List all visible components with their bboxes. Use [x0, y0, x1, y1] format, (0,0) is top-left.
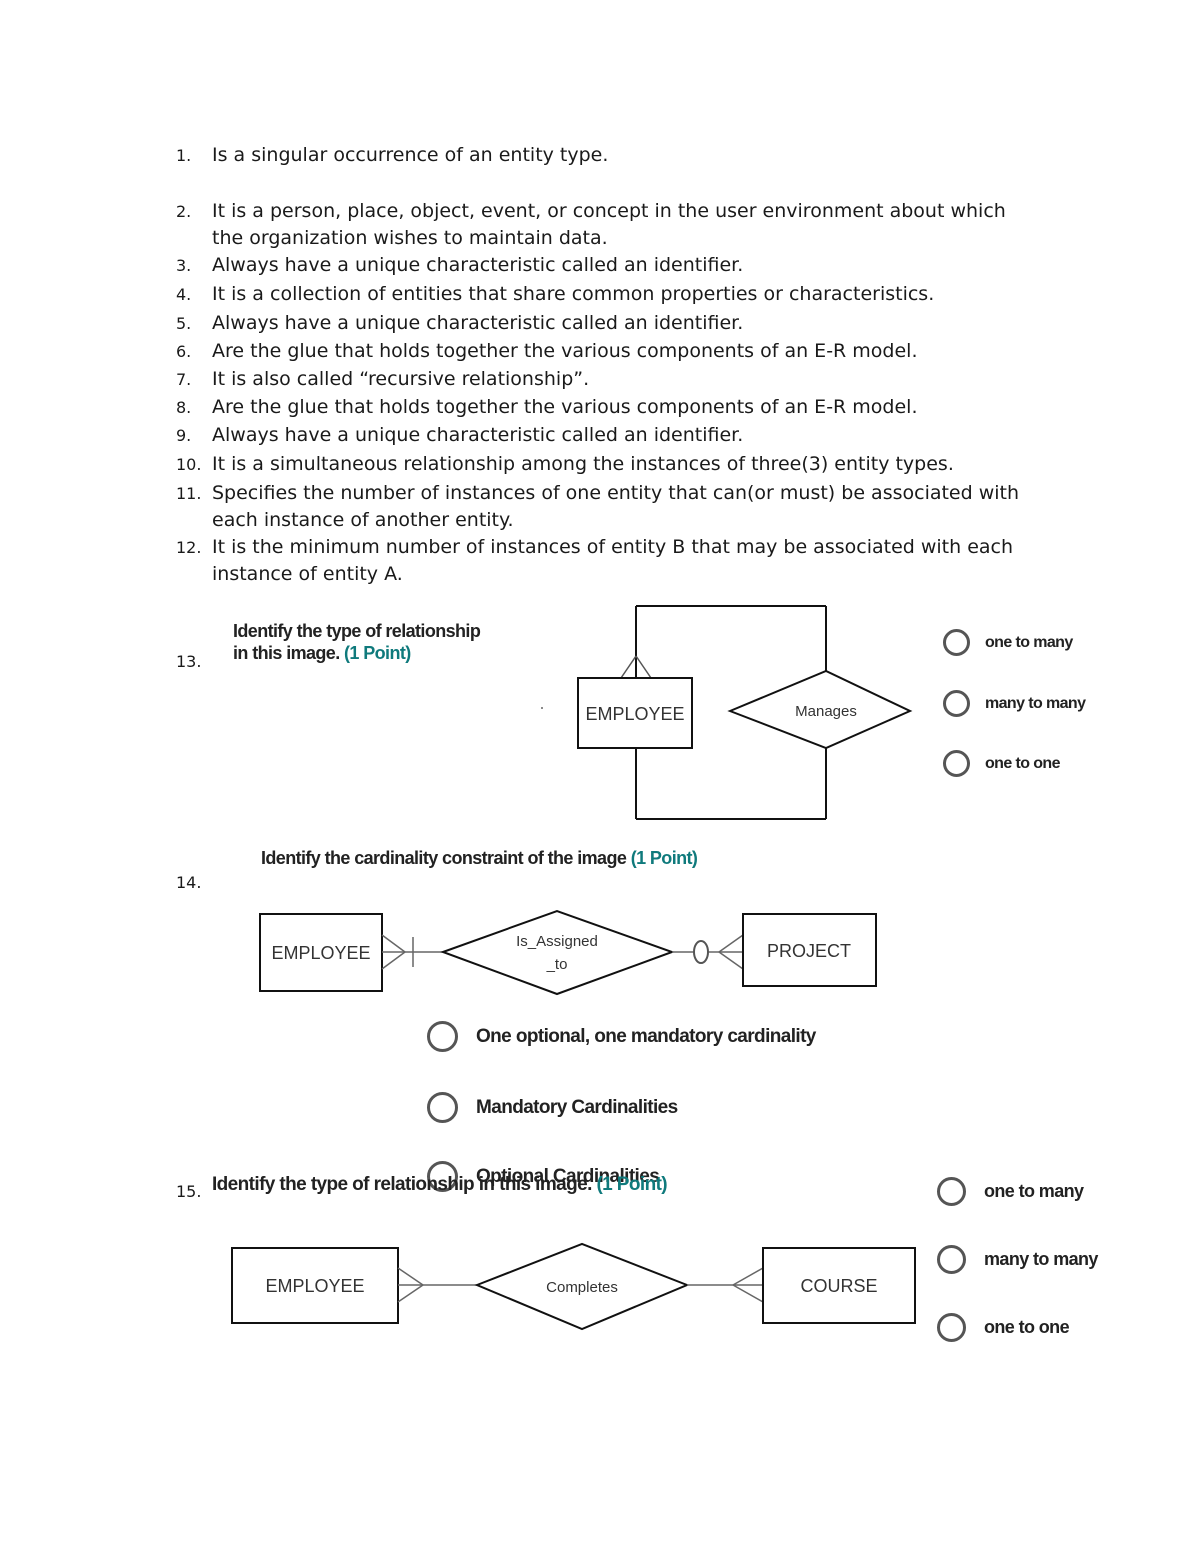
question-15-prompt: Identify the type of relationship in thi… [212, 1174, 668, 1196]
radio-button[interactable] [937, 1313, 966, 1342]
course-entity-label: COURSE [800, 1276, 877, 1296]
crowfoot-left-a [397, 1267, 424, 1286]
employee-entity-label: EMPLOYEE [585, 704, 684, 724]
question-text: Always have a unique characteristic call… [212, 424, 744, 446]
radio-button[interactable] [937, 1177, 966, 1206]
question-number: 9. [176, 426, 192, 445]
question-14-prompt: Identify the cardinality constraint of t… [261, 847, 698, 869]
q15-er-diagram: EMPLOYEE Completes COURSE [231, 1242, 916, 1331]
prompt-line-2: in this image. (1 Point) [233, 642, 480, 664]
points-label: (1 Point) [344, 643, 411, 663]
q14-er-diagram: EMPLOYEE Is_Assigned _to PROJECT [259, 909, 877, 996]
question-13-prompt: Identify the type of relationship in thi… [233, 620, 481, 664]
employee-entity-box [259, 913, 383, 992]
q13-option-one-to-one[interactable]: one to one [943, 750, 1060, 777]
radio-button[interactable] [427, 1161, 458, 1192]
question-number: 3. [176, 256, 192, 275]
prompt-text: Identify the cardinality constraint of t… [261, 848, 627, 868]
q13-option-many-to-many[interactable]: many to many [943, 690, 1086, 717]
points-label: (1 Point) [630, 848, 698, 868]
option-label: One optional, one mandatory cardinality [476, 1025, 816, 1047]
question-number: 10. [176, 455, 202, 474]
q13-option-one-to-many[interactable]: one to many [943, 629, 1073, 656]
question-number: 4. [176, 285, 192, 304]
option-label: Optional Cardinalities [476, 1165, 660, 1187]
completes-relationship-label: Completes [546, 1279, 618, 1296]
question-number: 11. [176, 484, 202, 503]
radio-button[interactable] [937, 1245, 966, 1274]
employee-entity-box [231, 1247, 399, 1324]
crowfoot-left-a [381, 934, 406, 953]
option-label: one to many [984, 1181, 1084, 1201]
prompt-text: Identify the type of relationship in thi… [212, 1174, 592, 1195]
question-text: Always have a unique characteristic call… [212, 254, 744, 276]
question-text: It is a person, place, object, event, or… [212, 200, 1006, 249]
crowfoot-left-b [397, 1284, 424, 1303]
crowfoot-right-a [718, 934, 744, 953]
question-text: Are the glue that holds together the var… [212, 396, 918, 418]
project-entity-label: PROJECT [767, 941, 851, 961]
question-15-number: 15. [176, 1182, 202, 1201]
q15-option-one-to-many[interactable]: one to many [937, 1177, 1084, 1206]
question-number: 2. [176, 202, 192, 221]
manages-relationship-label: Manages [795, 703, 857, 720]
question-number: 8. [176, 398, 192, 417]
radio-button[interactable] [943, 750, 970, 777]
radio-button[interactable] [427, 1092, 458, 1123]
question-number: 5. [176, 314, 192, 333]
q15-option-one-to-one[interactable]: one to one [937, 1313, 1070, 1342]
question-text: It is the minimum number of instances of… [212, 536, 1014, 585]
points-label: (1 Point) [596, 1174, 668, 1195]
is-assigned-label-line-2: _to [546, 956, 568, 973]
question-text: It is also called “recursive relationshi… [212, 368, 590, 390]
question-number: 6. [176, 342, 192, 361]
radio-button[interactable] [427, 1021, 458, 1052]
course-entity-box [762, 1247, 916, 1324]
employee-entity-label: EMPLOYEE [265, 1276, 364, 1296]
prompt-line-1: Identify the type of relationship [233, 621, 481, 641]
q15-option-many-to-many[interactable]: many to many [937, 1245, 1098, 1274]
is-assigned-relationship-diamond [440, 909, 675, 996]
option-label: Mandatory Cardinalities [476, 1096, 678, 1118]
employee-entity-label: EMPLOYEE [271, 943, 370, 963]
question-text: It is a collection of entities that shar… [212, 283, 935, 305]
crowfoot-left-b [381, 951, 406, 970]
option-label: one to many [985, 633, 1073, 651]
option-label: one to one [984, 1317, 1070, 1337]
crowfoot-right-a [732, 1267, 764, 1286]
is-assigned-label-line-1: Is_Assigned [516, 933, 598, 950]
q14-option-optional-cardinalities[interactable]: Optional Cardinalities [427, 1161, 660, 1192]
option-label: one to one [985, 754, 1060, 772]
crowfoot-right-b [732, 1284, 764, 1303]
project-entity-box [742, 913, 877, 987]
prompt-text: in this image. [233, 643, 340, 663]
question-text: It is a simultaneous relationship among … [212, 453, 954, 475]
crowfoot-right-b [718, 951, 744, 970]
question-number: 7. [176, 370, 192, 389]
option-label: many to many [985, 694, 1086, 712]
radio-button[interactable] [943, 629, 970, 656]
question-number: 1. [176, 146, 192, 165]
radio-button[interactable] [943, 690, 970, 717]
question-number: 12. [176, 538, 202, 557]
q14-option-mandatory-cardinalities[interactable]: Mandatory Cardinalities [427, 1092, 678, 1123]
manages-relationship-diamond [727, 669, 913, 750]
q13-er-diagram: EMPLOYEE Manages [541, 605, 913, 820]
option-label: many to many [984, 1249, 1098, 1269]
crowfoot-line-a [620, 655, 637, 679]
question-text: Specifies the number of instances of one… [212, 482, 1020, 531]
question-text: Is a singular occurrence of an entity ty… [212, 144, 609, 166]
question-text: Always have a unique characteristic call… [212, 312, 744, 334]
optional-circle [693, 940, 709, 964]
q14-option-one-optional-one-mandatory[interactable]: One optional, one mandatory cardinality [427, 1021, 816, 1052]
crowfoot-line-b [635, 655, 652, 679]
question-text: Are the glue that holds together the var… [212, 340, 918, 362]
question-14-number: 14. [176, 873, 202, 892]
stray-dot [541, 707, 543, 709]
question-13-number: 13. [176, 652, 202, 671]
